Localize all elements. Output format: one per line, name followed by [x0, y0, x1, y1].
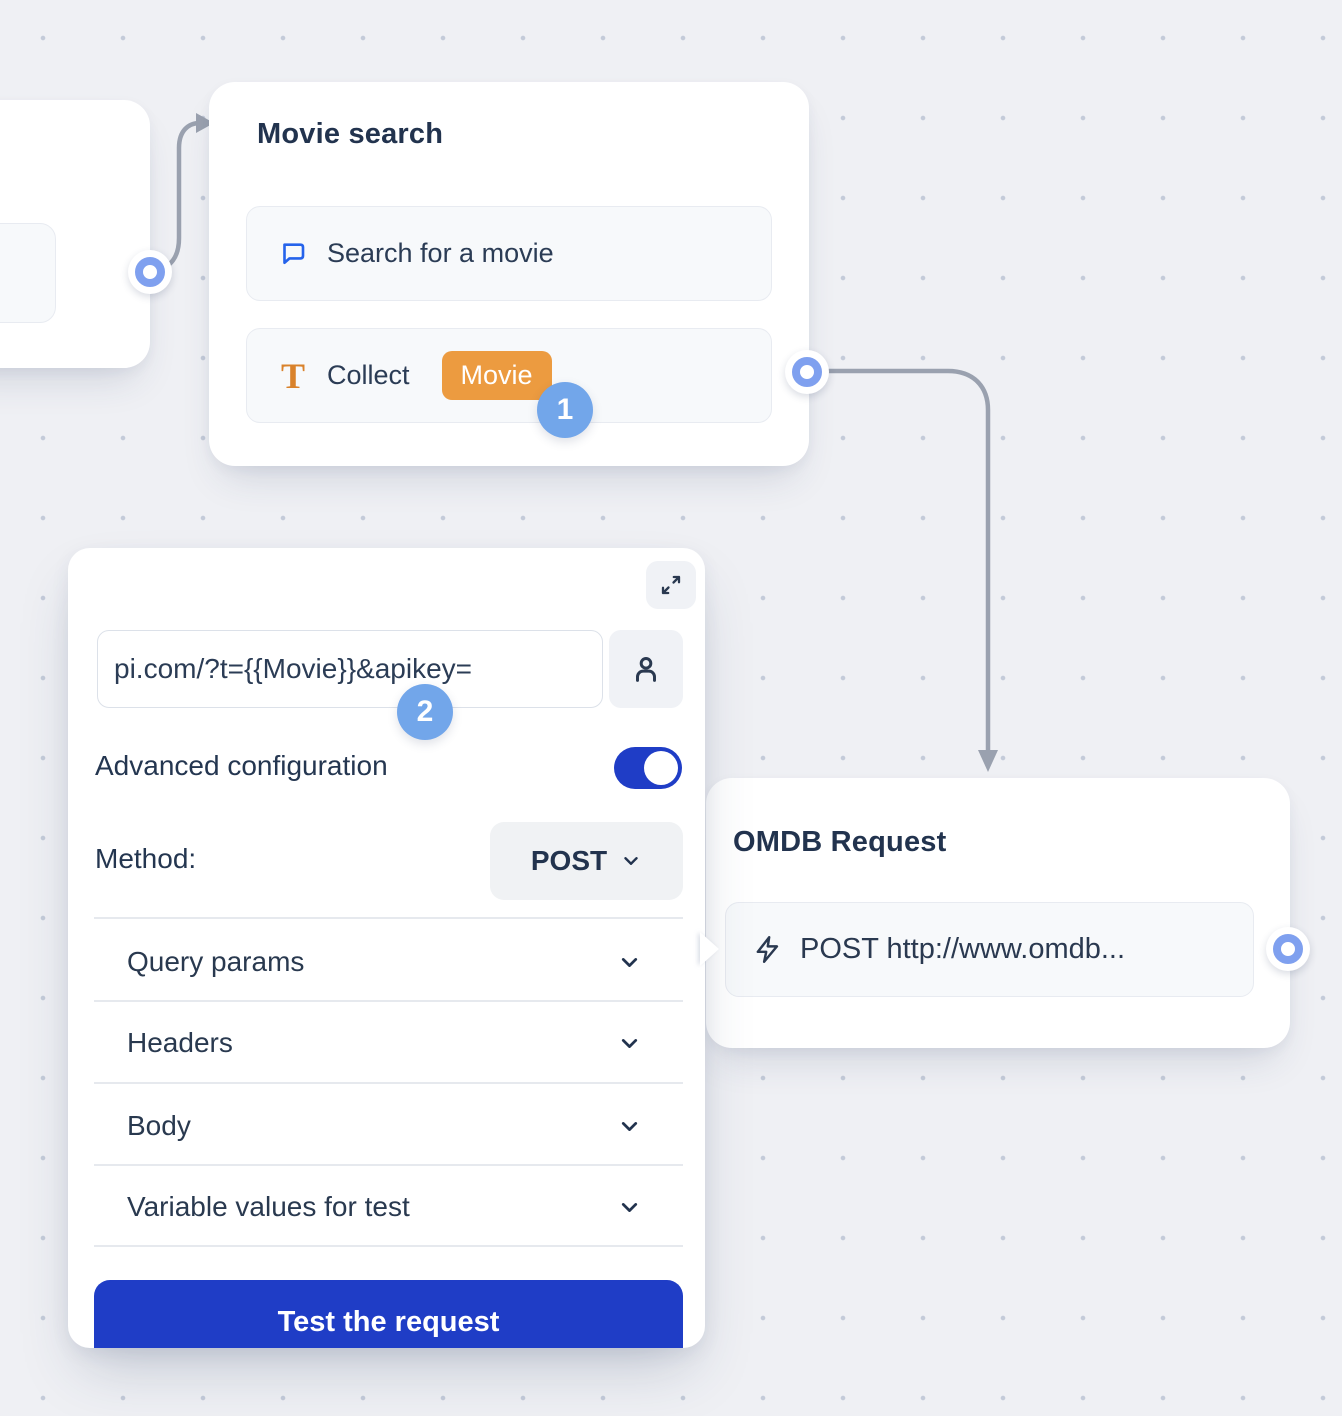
chevron-down-icon	[621, 1038, 638, 1048]
method-label: Method:	[95, 843, 197, 874]
node-item-collect-variable[interactable]: T Collect Movie	[246, 328, 772, 423]
omdb-node-output-port[interactable]	[1273, 934, 1303, 964]
left-node-output-port[interactable]	[135, 257, 165, 287]
lightning-icon	[756, 936, 779, 963]
person-icon	[636, 657, 656, 682]
partial-left-node[interactable]	[0, 100, 150, 368]
arrowhead-down-icon	[978, 750, 998, 772]
method-select[interactable]: POST	[490, 822, 683, 900]
movie-node-output-port[interactable]	[792, 357, 822, 387]
chevron-down-icon	[624, 857, 638, 865]
connector-left-to-movie	[149, 120, 203, 275]
webhook-config-panel: pi.com/?t={{Movie}}&apikey= 2 Advanced c…	[68, 548, 705, 1348]
expand-panel-button[interactable]	[646, 561, 696, 609]
step-badge-1: 1	[537, 382, 593, 438]
node-item-label: Search for a movie	[327, 238, 554, 268]
chevron-down-icon	[621, 1202, 638, 1212]
divider	[94, 917, 683, 919]
test-request-button[interactable]: Test the request	[94, 1280, 683, 1348]
request-url-input[interactable]: pi.com/?t={{Movie}}&apikey=	[97, 630, 603, 708]
divider	[94, 1000, 683, 1002]
toggle-knob	[644, 751, 678, 785]
divider	[94, 1082, 683, 1084]
connector-movie-to-omdb	[817, 368, 991, 755]
step-badge-2: 2	[397, 684, 453, 740]
insert-variable-button[interactable]	[609, 630, 683, 708]
section-label: Variable values for test	[127, 1191, 410, 1222]
node-item-label: Collect	[327, 360, 410, 390]
chat-bubble-icon	[283, 242, 305, 264]
divider	[94, 1245, 683, 1247]
chevron-down-icon	[621, 957, 638, 967]
node-title: OMDB Request	[733, 826, 947, 858]
section-variable-values[interactable]: Variable values for test	[127, 1187, 642, 1227]
node-item-send-message[interactable]: Search for a movie	[246, 206, 772, 301]
node-item-webhook[interactable]: POST http://www.omdb...	[725, 902, 1254, 997]
advanced-configuration-label: Advanced configuration	[95, 750, 388, 781]
panel-pointer-notch	[700, 932, 719, 966]
advanced-configuration-toggle[interactable]	[614, 747, 682, 789]
section-body[interactable]: Body	[127, 1106, 642, 1146]
section-headers[interactable]: Headers	[127, 1023, 642, 1063]
section-label: Query params	[127, 946, 305, 977]
partial-left-node-item[interactable]	[0, 223, 56, 323]
node-item-label: POST http://www.omdb...	[800, 933, 1126, 965]
section-label: Headers	[127, 1027, 233, 1058]
variable-tag-movie: Movie	[441, 351, 552, 400]
omdb-request-node[interactable]: OMDB Request POST http://www.omdb...	[706, 778, 1290, 1048]
section-query-params[interactable]: Query params	[127, 942, 642, 982]
arrowhead-right-icon	[196, 113, 214, 133]
chevron-down-icon	[621, 1121, 638, 1131]
divider	[94, 1164, 683, 1166]
expand-icon	[661, 575, 681, 595]
method-value: POST	[530, 845, 608, 876]
movie-search-node[interactable]: Movie search Search for a movie T Collec…	[209, 82, 809, 466]
text-collect-icon: T	[280, 355, 305, 396]
section-label: Body	[127, 1110, 191, 1141]
node-title: Movie search	[257, 118, 444, 150]
